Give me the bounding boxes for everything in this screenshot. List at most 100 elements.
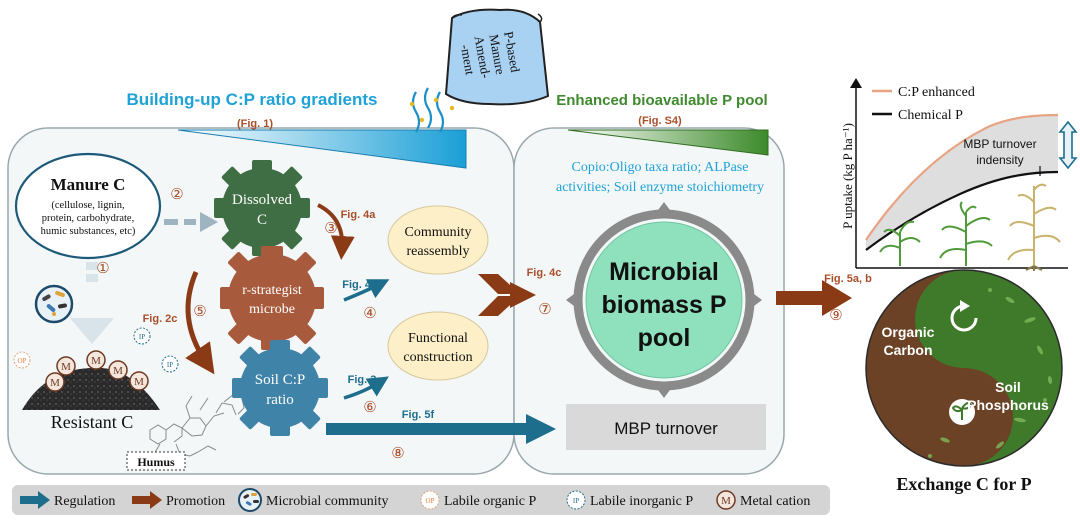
legend-microbial-label: Microbial community	[266, 494, 388, 509]
double-arrow-icon	[1058, 120, 1078, 170]
community-reassembly-line-1: Community	[405, 225, 472, 240]
legend-promotion-label: Promotion	[166, 494, 225, 509]
fig-4b-ref: Fig. 4b	[342, 279, 378, 291]
step-9-arrow	[776, 280, 852, 316]
bag-line-4: -ment	[458, 43, 478, 76]
svg-text:IP: IP	[167, 361, 173, 369]
bag-line-2: Manure	[486, 33, 508, 76]
manure-c-line-1: (cellulose, lignin,	[51, 200, 124, 211]
left-title: Building-up C:P ratio gradients	[127, 90, 378, 109]
step-4-arrow	[343, 279, 390, 302]
legend-cp-enhanced-label: C:P enhanced	[898, 85, 975, 100]
step-6-arrow	[343, 376, 389, 400]
step-7-converge-arrow	[478, 274, 536, 316]
gear-dissolved-label-2: C	[257, 212, 267, 228]
legend-ip-icon: IP	[566, 490, 586, 510]
svg-text:M: M	[50, 377, 60, 389]
organic-carbon-line-2: Carbon	[884, 342, 933, 358]
gear-dissolved-label-1: Dissolved	[232, 192, 293, 208]
manure-c-line-3: humic substances, etc)	[41, 226, 136, 237]
microbial-community-icon	[34, 284, 74, 324]
step-1-arrow	[70, 262, 114, 344]
plant-small-icon	[879, 220, 921, 266]
svg-text:M: M	[61, 361, 71, 373]
legend-microbial-icon	[238, 488, 262, 512]
step-2-arrow	[164, 212, 218, 232]
yin-yang-exchange	[865, 269, 1063, 467]
gear-dissolved-c	[214, 160, 310, 256]
legend-op-icon: OP	[420, 490, 440, 510]
plant-medium-icon	[939, 201, 993, 266]
step-9-label: ⑨	[829, 308, 842, 324]
svg-text:M: M	[91, 355, 101, 367]
step-7-label: ⑦	[538, 302, 551, 318]
gear-soil-cp-label-2: ratio	[266, 392, 294, 408]
svg-text:M: M	[134, 376, 144, 388]
microbial-biomass-p-pool	[585, 221, 743, 379]
plot-y-arrowhead	[850, 78, 862, 88]
curve-chemical-p	[865, 170, 1059, 251]
plot-annotation-line-2: indensity	[976, 153, 1023, 167]
manure-c-line-2: protein, carbohydrate,	[42, 213, 134, 224]
community-reassembly-node	[387, 205, 489, 275]
pool-title-2: biomass P	[601, 291, 726, 319]
fig-5f-ref: Fig. 5f	[402, 409, 435, 421]
p-uptake-plot	[850, 78, 1068, 269]
legend-metal-label: Metal cation	[740, 494, 810, 509]
gear-r-strategist-microbe	[220, 246, 324, 350]
pool-title-1: Microbial	[609, 258, 719, 286]
pool-info-line-2: activities; Soil enzyme stoichiometry	[556, 180, 764, 195]
middle-title-ref: (Fig. S4)	[638, 115, 682, 127]
exchange-caption: Exchange C for P	[896, 474, 1031, 494]
fig-4a-ref: Fig. 4a	[341, 209, 377, 221]
bag-line-1: P-based	[501, 30, 523, 74]
legend-promotion-icon	[132, 491, 162, 509]
step-8-label: ⑧	[391, 446, 404, 462]
middle-title: Enhanced bioavailable P pool	[556, 92, 767, 109]
gear-microbe-label-2: microbe	[249, 302, 295, 317]
fig-5ab-ref: Fig. 5a, b	[824, 273, 872, 285]
manure-bag-icon: P-based Manure Amend- -ment	[444, 8, 550, 106]
svg-text:OP: OP	[426, 497, 435, 505]
legend-labile-inorganic-label: Labile inorganic P	[590, 494, 693, 509]
legend-metal-icon: M	[716, 490, 736, 510]
fig-2c-ref: Fig. 2c	[143, 313, 178, 325]
step-8-regulation-arrow	[326, 414, 556, 444]
gear-microbe-label-1: r-strategist	[242, 283, 302, 298]
functional-construction-line-2: construction	[403, 350, 472, 365]
left-title-ref: (Fig. 1)	[237, 118, 273, 130]
step-3-arrow	[317, 203, 355, 260]
bag-line-3: Amend-	[471, 35, 493, 80]
legend-regulation-icon	[20, 491, 50, 509]
legend-regulation-label: Regulation	[54, 494, 115, 509]
ip-badge-small: IP IP	[133, 327, 179, 373]
legend-labile-organic-label: Labile organic P	[444, 494, 536, 509]
soil-phosphorus-line-1: Soil	[995, 379, 1021, 395]
pool-title-3: pool	[638, 324, 691, 352]
svg-text:M: M	[113, 365, 123, 377]
community-reassembly-line-2: reassembly	[407, 244, 470, 259]
svg-text:OP: OP	[18, 357, 27, 365]
soil-phosphorus-line-2: Phosphorus	[967, 397, 1049, 413]
gear-soil-cp-ratio	[232, 340, 328, 436]
step-3-label: ③	[324, 221, 337, 237]
curve-cp-enhanced	[865, 113, 1059, 241]
fig-4c-ref: Fig. 4c	[527, 267, 562, 279]
plot-gap-band	[866, 115, 1058, 250]
fig-3-ref: Fig. 3	[348, 374, 377, 386]
svg-text:IP: IP	[573, 497, 579, 505]
functional-construction-node	[387, 311, 489, 381]
gear-soil-cp-label-1: Soil C:P	[255, 372, 305, 388]
step-6-label: ⑥	[363, 400, 376, 416]
step-2-label: ②	[170, 187, 183, 203]
plot-y-label: P uptake (kg P ha⁻¹)	[840, 123, 855, 229]
op-badge-small: OP	[13, 351, 31, 369]
organic-carbon-line-1: Organic	[882, 324, 935, 340]
step-4-label: ④	[363, 306, 376, 322]
resistant-c-label: Resistant C	[51, 412, 134, 432]
pool-cycle-arrows	[566, 202, 762, 398]
mbp-turnover-box	[566, 404, 766, 450]
plant-mature-icon	[1007, 183, 1061, 271]
manure-c-title: Manure C	[51, 175, 126, 194]
